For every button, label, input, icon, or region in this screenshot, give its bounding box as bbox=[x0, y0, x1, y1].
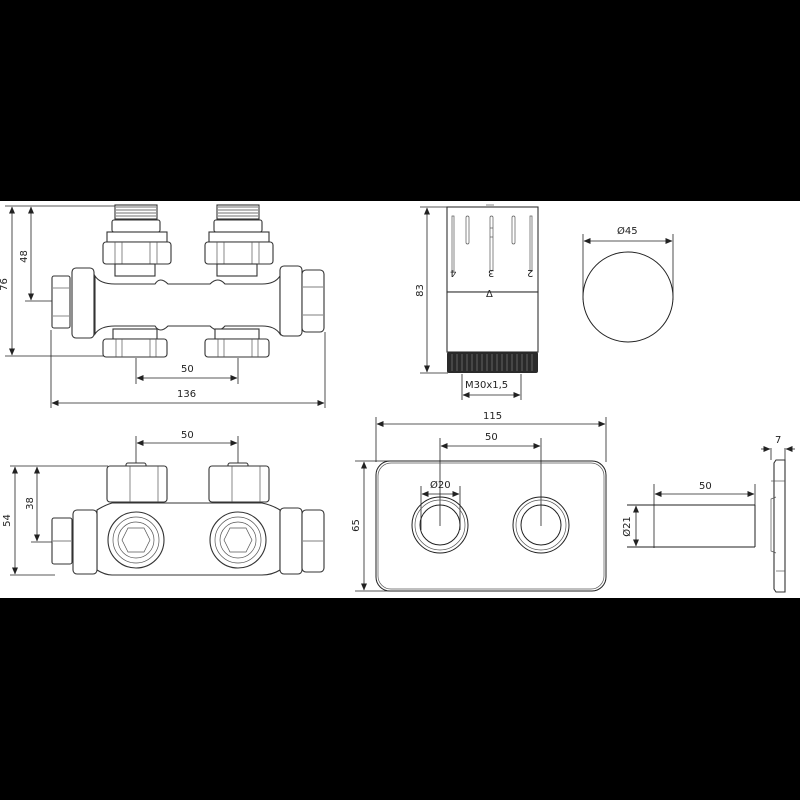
sleeve-dim-length: 50 bbox=[699, 481, 712, 492]
plate-dim-width: 115 bbox=[483, 411, 503, 422]
thermo-marker-triangle: Δ bbox=[486, 289, 493, 300]
thermo-scale-label-2: 2 bbox=[527, 267, 534, 278]
top-connector-left bbox=[102, 204, 172, 277]
valve-top-dim-length: 136 bbox=[177, 389, 197, 400]
technical-drawing bbox=[5, 204, 795, 593]
rosette-plate-view bbox=[355, 417, 607, 592]
drawing-sheet: 76 48 50 136 83 4 3 2 Δ M30x1,5 Ø45 50 5… bbox=[0, 201, 800, 598]
valve-top-view bbox=[5, 204, 326, 408]
valve-top-dim-height-total: 76 bbox=[0, 278, 10, 291]
labels-layer: 76 48 50 136 83 4 3 2 Δ M30x1,5 Ø45 50 5… bbox=[0, 201, 800, 598]
valve-top-dim-height-partial: 48 bbox=[18, 250, 30, 263]
plate-dim-height: 65 bbox=[350, 519, 362, 532]
plate-dim-spacing: 50 bbox=[485, 432, 498, 443]
thermo-scale-label-4: 4 bbox=[450, 267, 457, 278]
valve-top-dim-spacing: 50 bbox=[181, 364, 194, 375]
valve-front-dim-height-partial: 38 bbox=[24, 497, 36, 510]
sleeve-view bbox=[627, 484, 756, 548]
thermo-head-dim-height: 83 bbox=[414, 284, 426, 297]
cap-top-view bbox=[582, 234, 674, 343]
valve-front-view bbox=[10, 436, 325, 576]
thermo-head-view bbox=[420, 204, 539, 400]
plate-side-dim-thickness: 7 bbox=[775, 435, 782, 446]
thermo-scale-label-3: 3 bbox=[488, 267, 495, 278]
valve-front-dim-height-total: 54 bbox=[1, 514, 13, 527]
plate-side-view bbox=[761, 446, 795, 593]
plate-dim-hole: Ø20 bbox=[430, 480, 451, 491]
valve-front-dim-spacing: 50 bbox=[181, 430, 194, 441]
top-connector-right bbox=[204, 204, 274, 277]
sleeve-dim-diameter: Ø21 bbox=[621, 516, 633, 537]
cap-dim-diameter: Ø45 bbox=[617, 226, 638, 237]
thermo-thread-label: M30x1,5 bbox=[465, 380, 509, 391]
